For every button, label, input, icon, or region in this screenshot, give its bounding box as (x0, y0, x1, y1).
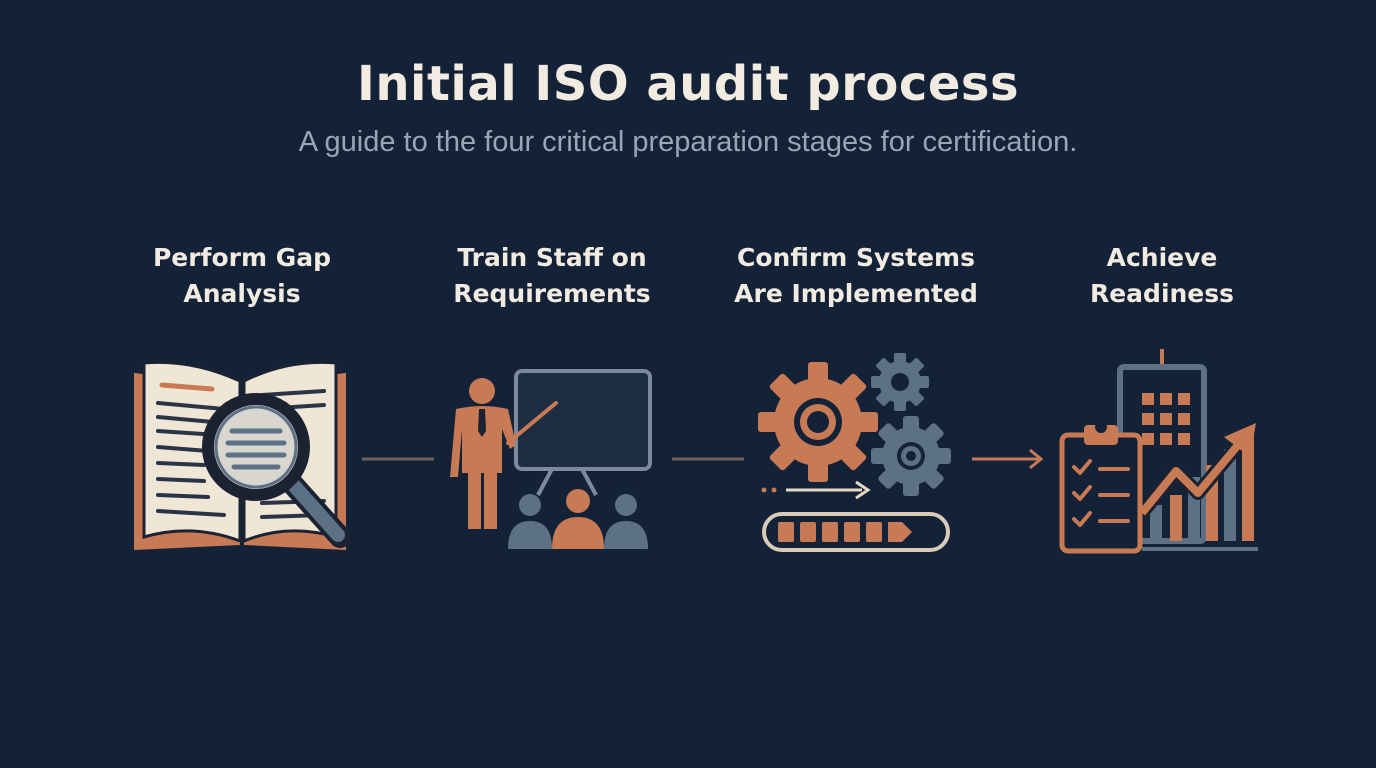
step-3-label: Confirm Systems Are Implemented (706, 240, 1006, 312)
connector-line-2 (672, 457, 744, 461)
connector-line-1 (362, 457, 434, 461)
step-4-label: Achieve Readiness (1012, 240, 1312, 312)
book-magnifier-icon (134, 360, 351, 550)
connector-arrow-3 (972, 448, 1044, 470)
step-1-label-line2: Analysis (183, 279, 301, 308)
checklist-growth-icon (1059, 349, 1258, 554)
step-3-label-line1: Confirm Systems (737, 243, 975, 272)
step-1-label-line1: Perform Gap (152, 243, 332, 272)
step-4-label-line1: Achieve (1106, 243, 1218, 272)
step-1-label: Perform Gap Analysis (92, 240, 392, 312)
step-2-label-line2: Requirements (453, 279, 651, 308)
step-2-label-line1: Train Staff on (457, 243, 647, 272)
page-title: Initial ISO audit process (356, 56, 1020, 112)
step-4-label-line2: Readiness (1089, 279, 1235, 308)
gears-progress-icon (758, 353, 951, 552)
trainer-presentation-icon (450, 369, 652, 549)
page-subtitle: A guide to the four critical preparation… (298, 126, 1078, 158)
step-3-label-line2: Are Implemented (734, 279, 978, 308)
step-2-label: Train Staff on Requirements (402, 240, 702, 312)
